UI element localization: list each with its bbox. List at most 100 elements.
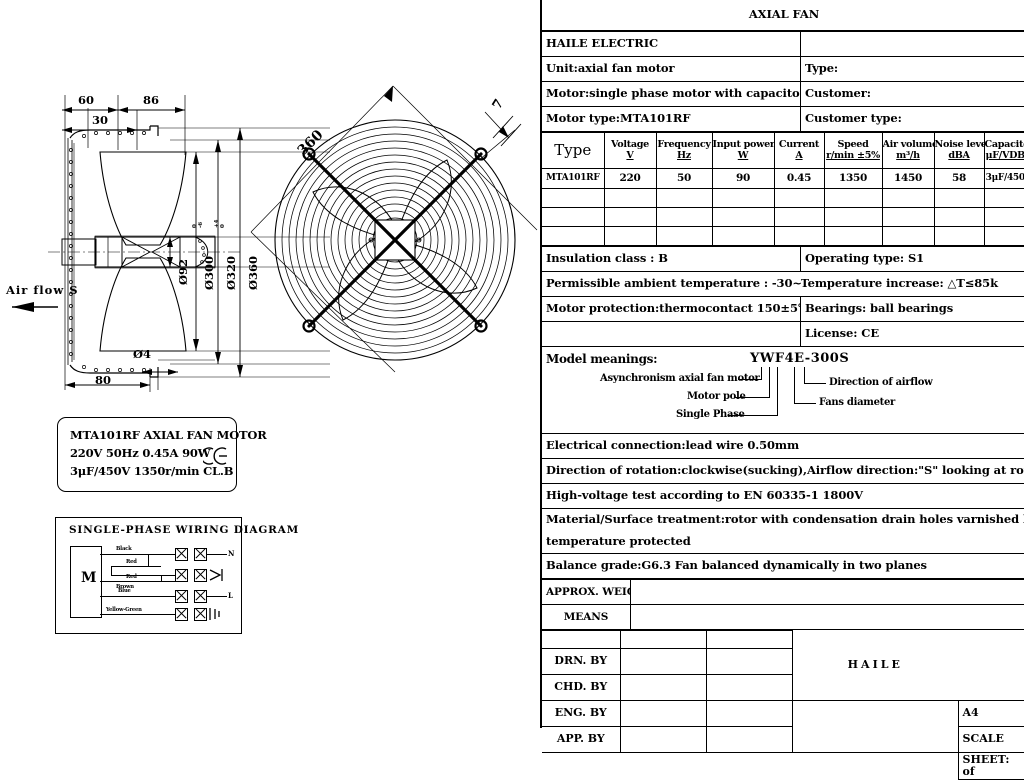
spec-empty-cell (882, 208, 934, 227)
scale-label: SCALE (958, 727, 1024, 753)
spec-header-speed-unit: r/min ±5% (826, 150, 880, 161)
wire-cap-mid (161, 575, 176, 576)
terminal-label-l: L (228, 591, 233, 600)
info-motor: Motor:single phase motor with capacitor (542, 82, 801, 107)
motor-label: M (81, 570, 97, 586)
terminal-1a (175, 548, 188, 561)
spec-header-voltage: Voltage V (604, 133, 656, 169)
signoff-spacer (958, 631, 1024, 701)
model-label-pole: Motor pole (687, 391, 746, 402)
leader-phase-v (777, 367, 778, 416)
model-label-airflow: Direction of airflow (829, 377, 932, 388)
wire-line-yellowgreen (100, 614, 176, 615)
drawing-sheet: 60 86 30 80 Ø4 Ø92 Ø300 Ø320 Ø360 0-6 +4… (0, 0, 1024, 728)
wire-line-black (100, 554, 148, 555)
means-label: MEANS (542, 605, 631, 630)
spec-header-type: Type (542, 133, 604, 169)
spec-cell-frequency: 50 (656, 169, 712, 189)
info-customer: Customer: (801, 82, 1024, 107)
signoff-name-app (620, 727, 706, 753)
model-label-diameter: Fans diameter (819, 397, 895, 408)
out-line-l (207, 596, 227, 597)
signoff-table: HAILE DRN. BY CHD. BY ENG. BY A4 (542, 630, 1024, 780)
dim-d320: Ø320 (224, 256, 238, 290)
spec-empty-cell (656, 208, 712, 227)
dim-d300: Ø300 (202, 256, 216, 290)
dim-86: 86 (143, 93, 159, 107)
terminal-2b (194, 569, 207, 582)
spec-empty-cell (934, 189, 984, 208)
model-label-async: Asynchronism axial fan motor (600, 373, 759, 384)
spec-empty-cell (604, 208, 656, 227)
terminal-2a (175, 569, 188, 582)
table-row (542, 208, 1024, 227)
info-customer-type: Customer type: (801, 107, 1024, 132)
ce-mark-icon (203, 446, 229, 466)
title-block-area: AXIAL FAN HAILE ELECTRIC Unit:axial fan … (540, 0, 1024, 728)
spec-cell-current: 0.45 (774, 169, 824, 189)
spec-empty-cell (656, 227, 712, 246)
spec-header-noise-name: Noise level (935, 139, 985, 150)
technical-drawing-area: 60 86 30 80 Ø4 Ø92 Ø300 Ø320 Ø360 0-6 +4… (0, 0, 540, 728)
signoff-name-chd (620, 675, 706, 701)
company-info-table: HAILE ELECTRIC Unit:axial fan motor Type… (542, 31, 1024, 132)
approx-weight-value (631, 580, 1024, 605)
capacitor-symbol-icon (208, 568, 230, 582)
note-material-line2: temperature protected (542, 531, 1024, 554)
prop-ambient-temp: Permissible ambient temperature : -30~60… (542, 272, 801, 297)
spec-header-voltage-unit: V (626, 150, 633, 161)
prop-temp-increase: Temperature increase: △T≤85k (801, 272, 1024, 297)
properties-table: Insulation class : B Operating type: S1 … (542, 246, 1024, 347)
spec-header-air-volume-unit: m³/h (896, 150, 920, 161)
terminal-1b (194, 548, 207, 561)
wire-label-red-2: Red (126, 574, 137, 580)
fan-guard-front-view-svg (247, 72, 547, 392)
nameplate-line3: 3μF/450V 1350r/min CL.B (70, 464, 233, 478)
spec-cell-capacitor: 3μF/450 (984, 169, 1024, 189)
signoff-date-chd (706, 675, 792, 701)
spec-empty-cell (882, 227, 934, 246)
spec-header-frequency-name: Frequency (657, 139, 710, 150)
wire-line-blue (100, 596, 176, 597)
spec-header-capacitor: Capacitor μF/VDB (984, 133, 1024, 169)
terminal-4a (175, 608, 188, 621)
spec-header-capacitor-unit: μF/VDB (986, 150, 1024, 161)
info-unit: Unit:axial fan motor (542, 57, 801, 82)
company-blank (801, 32, 1024, 57)
spec-empty-cell (824, 189, 882, 208)
spec-empty-cell (824, 208, 882, 227)
airflow-label: Air flow S (6, 283, 79, 297)
weight-means-table: APPROX. WEIGHT MEANS (542, 579, 1024, 630)
nameplate-line2: 220V 50Hz 0.45A 90W (70, 446, 210, 460)
signoff-label-drn: DRN. BY (542, 649, 620, 675)
spec-empty-cell (542, 227, 604, 246)
spec-empty-cell (882, 189, 934, 208)
means-value (631, 605, 1024, 630)
wire-label-black: Black (116, 546, 131, 552)
signoff-label-app: APP. BY (542, 727, 620, 753)
spec-header-current-name: Current (779, 139, 819, 150)
wire-stub-black (148, 554, 176, 555)
spec-header-air-volume-name: Air volume (883, 139, 935, 150)
signoff-blank-1 (542, 631, 620, 649)
spec-header-frequency-unit: Hz (677, 150, 691, 161)
spec-empty-cell (934, 208, 984, 227)
signoff-foot-3 (706, 753, 792, 780)
note-material-line1: Material/Surface treatment:rotor with co… (542, 509, 1024, 532)
spec-empty-cell (934, 227, 984, 246)
spec-header-noise: Noise level dBA (934, 133, 984, 169)
prop-license: License: CE (801, 322, 1024, 347)
spec-header-frequency: Frequency Hz (656, 133, 712, 169)
spec-header-capacitor-name: Capacitor (985, 139, 1024, 150)
spec-header-current-unit: A (795, 150, 802, 161)
paper-size: A4 (958, 701, 1024, 727)
spec-cell-air-volume: 1450 (882, 169, 934, 189)
spec-header-input-power: Input power W (712, 133, 774, 169)
spec-header-speed: Speed r/min ±5% (824, 133, 882, 169)
spec-empty-cell (542, 208, 604, 227)
model-meanings-block: Model meanings: YWF4E-300S Asynchronism … (542, 347, 1024, 434)
signoff-foot-4 (792, 753, 958, 780)
signoff-name-drn (620, 649, 706, 675)
wiring-diagram: SINGLE-PHASE WIRING DIAGRAM M Black Red … (55, 517, 242, 634)
spec-cell-noise: 58 (934, 169, 984, 189)
